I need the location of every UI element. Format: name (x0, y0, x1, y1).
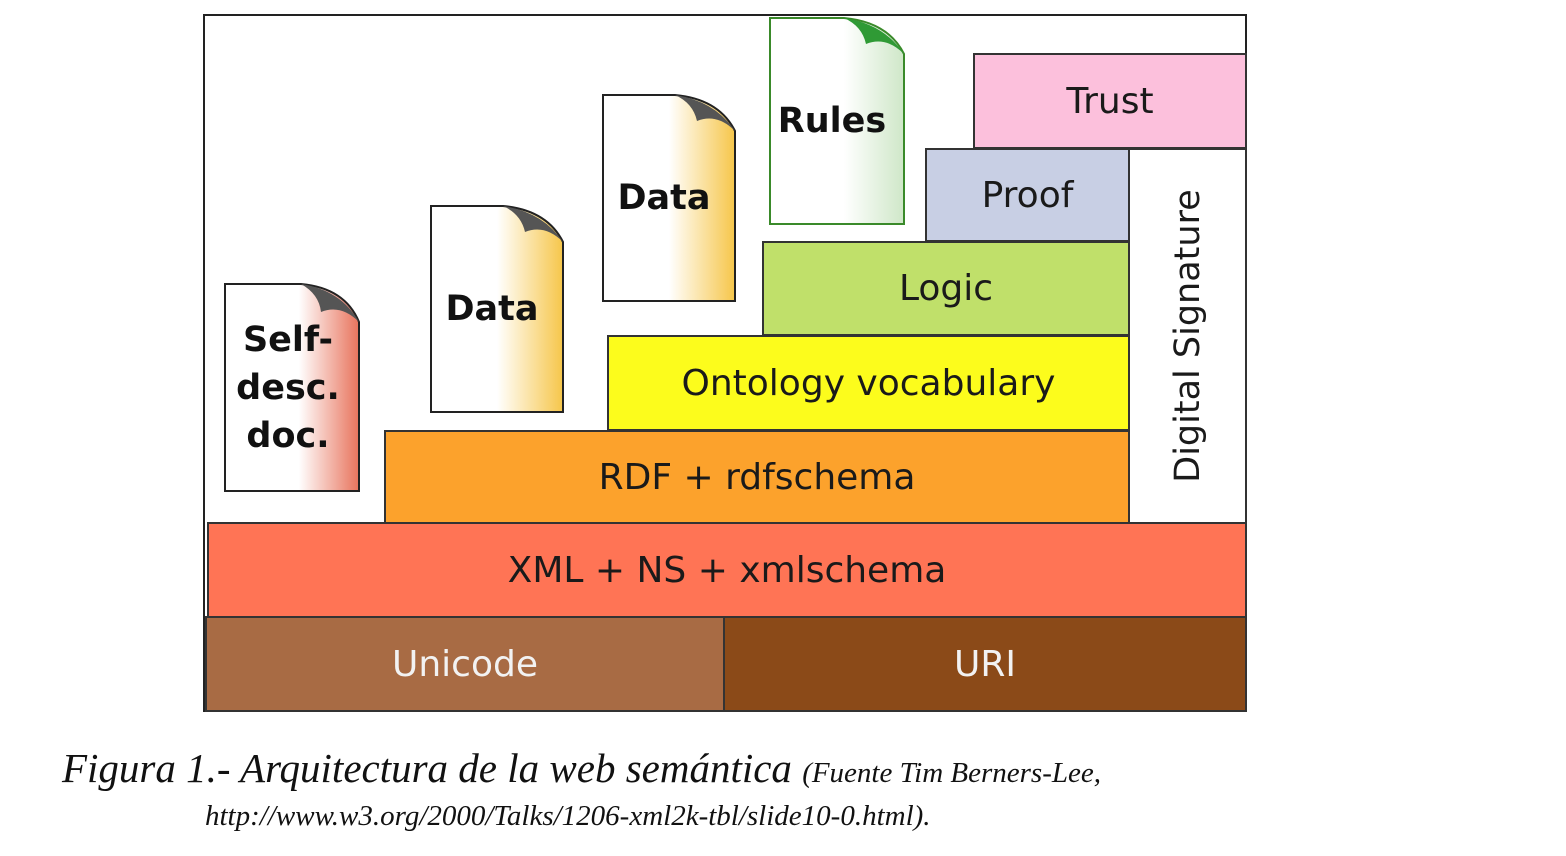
figure-caption-main: Figura 1.- Arquitectura de la web semánt… (62, 745, 792, 791)
doc-rules: Rules (768, 16, 908, 226)
doc-data-2: Data (601, 93, 739, 303)
doc-data-1: Data (429, 204, 567, 414)
doc-page-icon (602, 94, 736, 302)
doc-page-icon (430, 205, 564, 413)
layer-uri-label: URI (954, 643, 1016, 685)
doc-self-described: Self- desc. doc. (223, 282, 365, 493)
layer-proof: Proof (925, 148, 1130, 242)
layer-unicode-label: Unicode (392, 643, 538, 685)
layer-xml-label: XML + NS + xmlschema (507, 549, 947, 591)
doc-rules-label: Rules (777, 101, 887, 141)
layer-unicode: Unicode (205, 616, 725, 712)
layer-digital-signature-label: Digital Signature (1167, 189, 1208, 483)
layer-logic: Logic (762, 241, 1130, 336)
figure-caption: Figura 1.- Arquitectura de la web semánt… (62, 744, 1101, 792)
layer-digital-signature: Digital Signature (1128, 148, 1247, 524)
doc-page-icon (769, 17, 905, 225)
layer-trust: Trust (973, 53, 1247, 149)
figure-caption-source: (Fuente Tim Berners-Lee, (802, 757, 1101, 789)
figure-caption-url: http://www.w3.org/2000/Talks/1206-xml2k-… (205, 800, 931, 832)
layer-trust-label: Trust (1066, 80, 1154, 122)
layer-logic-label: Logic (898, 268, 994, 309)
doc-data-1-label: Data (445, 289, 539, 329)
layer-rdf: RDF + rdfschema (384, 430, 1130, 524)
doc-self-described-label: Self- desc. doc. (236, 319, 340, 456)
layer-xml: XML + NS + xmlschema (207, 522, 1247, 618)
layer-rdf-label: RDF + rdfschema (598, 456, 916, 498)
layer-ontology: Ontology vocabulary (607, 335, 1130, 431)
layer-ontology-label: Ontology vocabulary (681, 362, 1056, 404)
layer-proof-label: Proof (981, 174, 1074, 216)
layer-uri: URI (723, 616, 1247, 712)
doc-page-icon (224, 283, 360, 492)
doc-data-2-label: Data (617, 178, 711, 218)
